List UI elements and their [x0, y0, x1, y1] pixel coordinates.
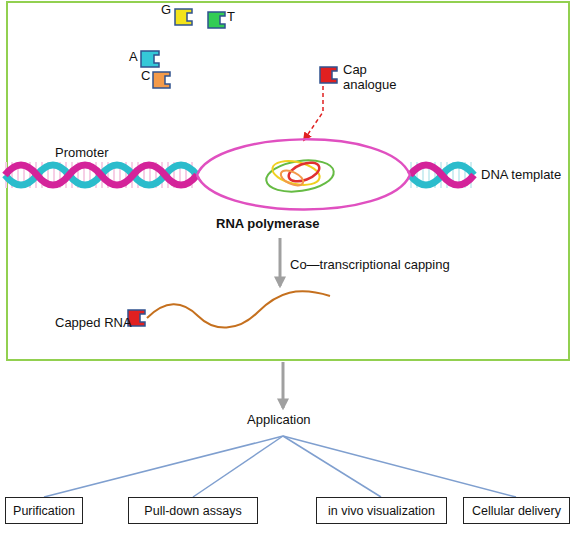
base-letter: A — [129, 50, 138, 65]
strand — [5, 165, 197, 185]
section-heading: Application — [247, 413, 311, 428]
application-box: Pull-down assays — [128, 497, 258, 524]
nucleotide-g — [175, 9, 192, 25]
base-letter: C — [141, 69, 150, 84]
step-label: Co—transcriptional capping — [290, 258, 450, 273]
polymerase — [264, 156, 336, 195]
cap-path — [304, 86, 323, 140]
cap-block — [320, 67, 337, 83]
strand — [410, 165, 474, 185]
nucleotide-a — [141, 51, 159, 67]
nucleotide-t — [208, 12, 225, 28]
application-box: Purification — [5, 497, 83, 524]
product-label: Capped RNA — [55, 316, 132, 331]
dna-helix — [5, 139, 474, 209]
nucleotide-c — [153, 72, 170, 88]
strand — [5, 165, 197, 185]
box-label: Pull-down assays — [144, 504, 241, 518]
box-label: in vivo visualization — [328, 504, 435, 518]
application-box: in vivo visualization — [316, 497, 447, 524]
promoter-label: Promoter — [55, 146, 108, 161]
base-letter: T — [227, 10, 235, 25]
bubble — [197, 139, 410, 175]
base-pairs — [410, 162, 474, 188]
box-label: Cellular delivery — [472, 504, 561, 518]
dna-label: DNA template — [481, 168, 561, 183]
box-label: Purification — [13, 504, 75, 518]
tree-lines — [44, 436, 516, 497]
rna-strand — [147, 291, 330, 327]
base-letter: G — [161, 3, 171, 18]
nucleotide-blocks — [141, 9, 337, 88]
base-pairs — [5, 162, 197, 188]
cap-label: Cap analogue — [343, 63, 405, 93]
process-arrow — [282, 362, 285, 408]
strand — [410, 165, 474, 185]
process-arrow — [279, 238, 282, 286]
application-box: Cellular delivery — [463, 497, 570, 524]
enzyme-label: RNA polymerase — [216, 217, 320, 232]
